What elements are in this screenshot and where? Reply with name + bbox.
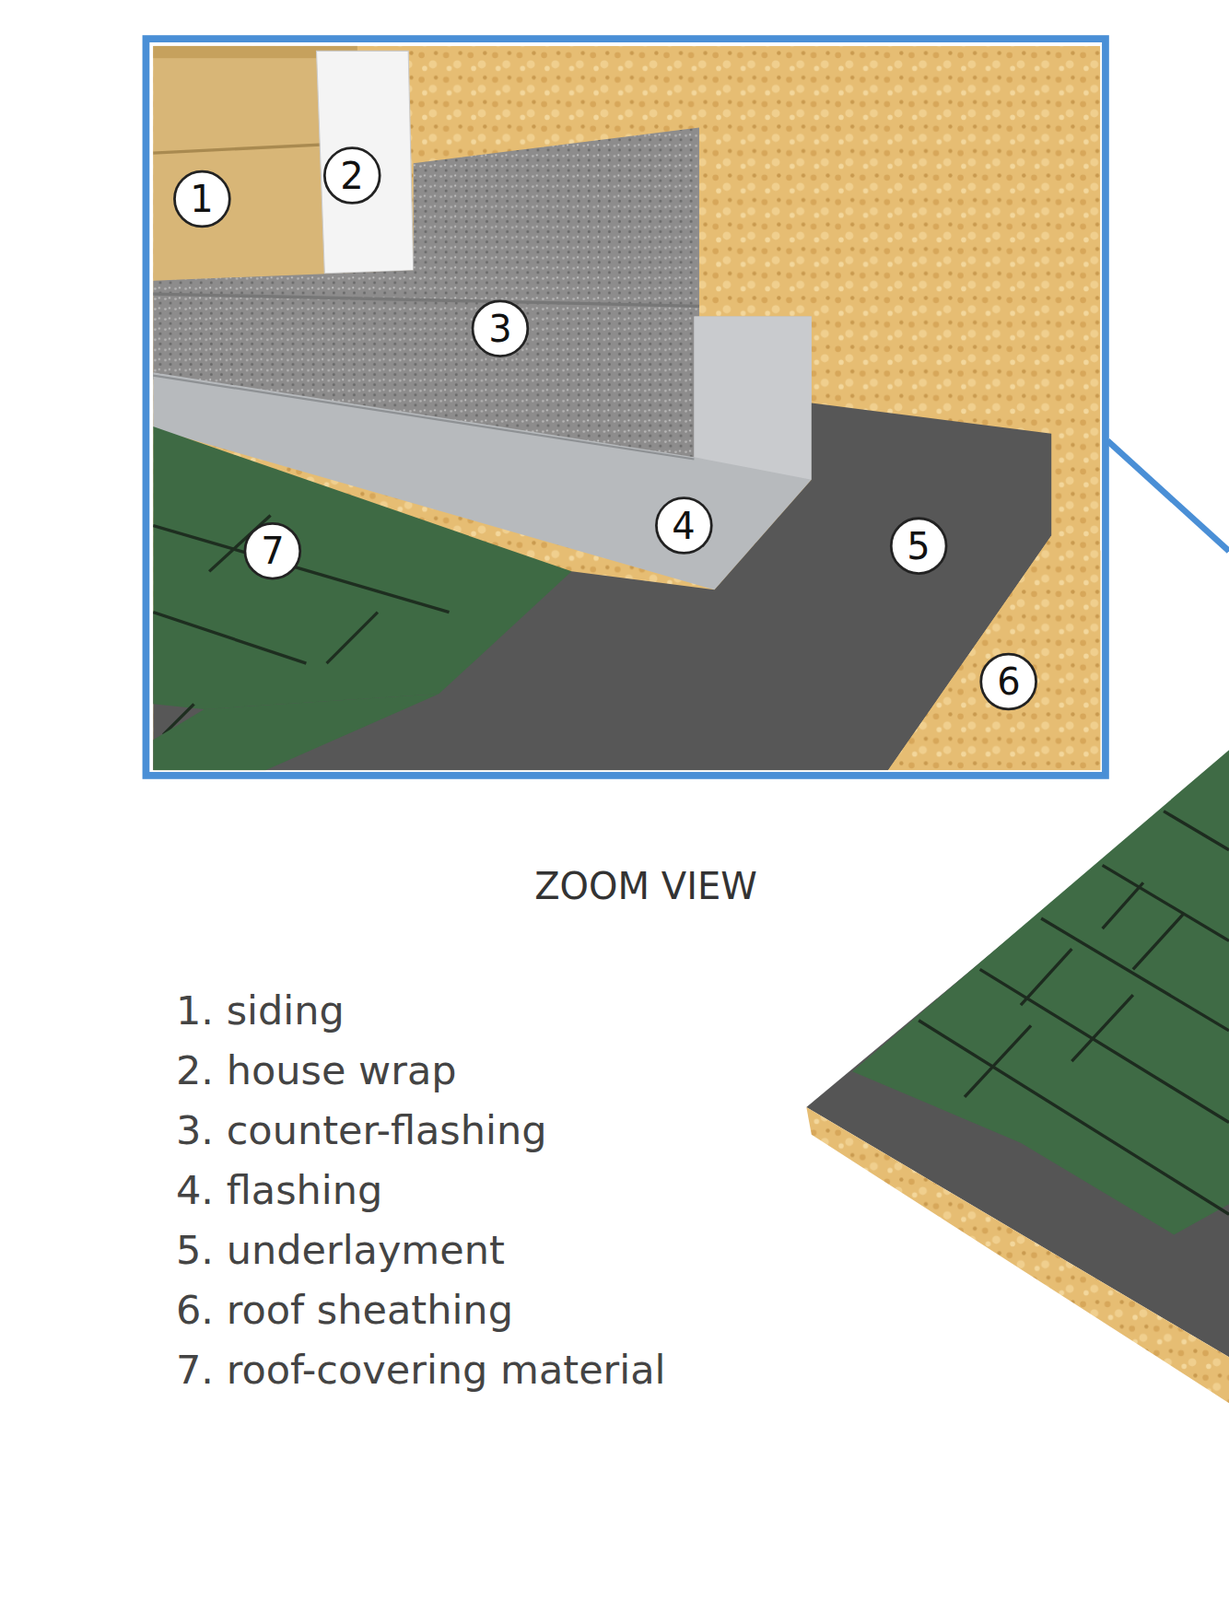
callout-number: 7	[260, 532, 284, 570]
callout-number: 2	[339, 157, 363, 195]
callout-number: 1	[189, 180, 213, 218]
part-list-item: 3. counter-flashing	[175, 1107, 548, 1154]
view-caption: ZOOM VIEW	[534, 865, 758, 908]
callout-number: 4	[671, 507, 695, 545]
part-list-item: 6. roof sheathing	[175, 1287, 514, 1334]
callout-number: 5	[906, 527, 930, 565]
callout-number: 6	[996, 663, 1020, 701]
part-list-item: 2. house wrap	[175, 1047, 457, 1094]
part-list-item: 5. underlayment	[175, 1227, 505, 1274]
part-list-item: 4. flashing	[175, 1167, 383, 1214]
part-list-item: 1. siding	[175, 987, 345, 1034]
callout-number: 3	[488, 310, 512, 348]
part-list-item: 7. roof-covering material	[175, 1346, 667, 1393]
